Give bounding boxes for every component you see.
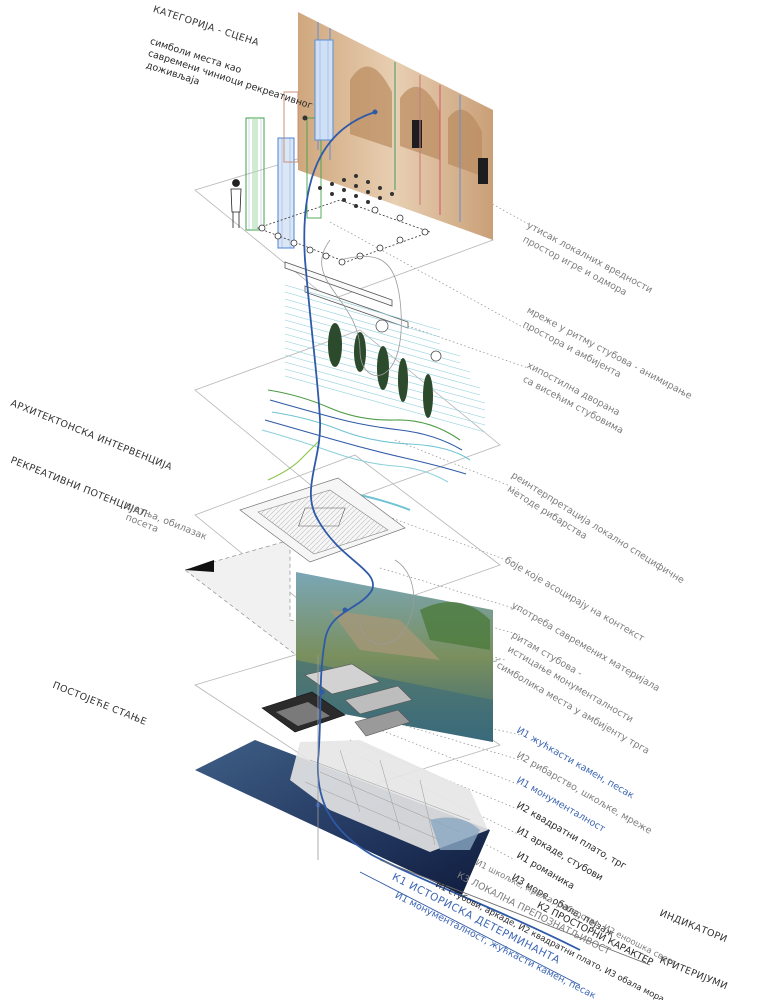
site-plan [239,477,406,563]
bottom-rules [359,859,651,986]
triangle-marker [185,560,214,572]
roof-beams [284,261,409,329]
experience-path [303,111,581,951]
aerial-tiles [261,663,413,737]
hanging-nets [328,323,433,418]
arcade-photo [298,12,493,240]
hanging-columns [245,39,334,249]
person-figure [230,179,242,228]
fishing-waves [261,389,471,511]
net-markers [375,319,442,362]
guide-loops [317,239,414,860]
plane-intervention [194,329,501,506]
column-outline [256,199,432,266]
column-grid [318,174,394,208]
path-nodes [302,109,378,808]
city-map [195,740,490,895]
